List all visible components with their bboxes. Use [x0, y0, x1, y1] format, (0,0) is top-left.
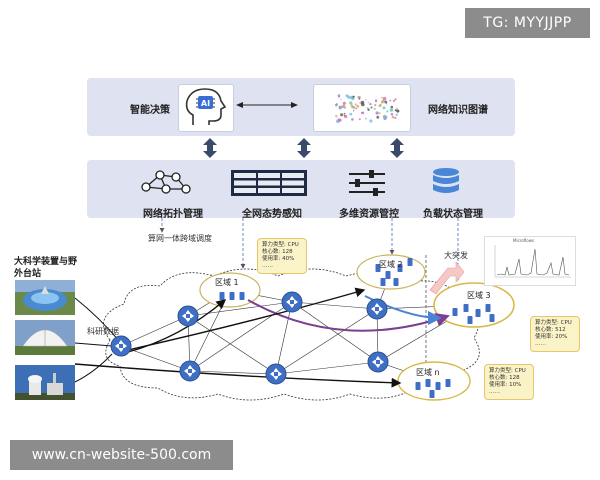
server-icon [397, 264, 403, 272]
topology-icon [141, 170, 191, 194]
server-icon [429, 390, 435, 398]
server-icon [445, 379, 451, 387]
decision-label: 智能决策 [130, 105, 170, 116]
server-icon [219, 292, 225, 300]
server-icon [229, 292, 235, 300]
burst-arrow [429, 261, 465, 295]
router-icon [367, 351, 389, 373]
server-icon [415, 382, 421, 390]
burst-label: 大突发 [444, 251, 468, 260]
router-icon [110, 335, 132, 357]
server-icon [393, 278, 399, 286]
decision-layer-panel [87, 78, 515, 136]
ai-chip-text: AI [201, 99, 210, 108]
server-icon [425, 379, 431, 387]
router-icon [177, 305, 199, 327]
server-icon [380, 278, 386, 286]
server-icon [485, 304, 491, 312]
telescope-facility-photo [15, 280, 75, 315]
server-icon [407, 258, 413, 266]
mid-item-label: 多维资源管控 [339, 209, 399, 220]
mid-item-label: 网络拓扑管理 [143, 209, 203, 220]
zone-1 [199, 272, 261, 308]
mid-item-label: 负载状态管理 [423, 209, 483, 220]
observatory-photo [15, 365, 75, 400]
server-icon [385, 271, 391, 279]
radio-dish-photo [15, 320, 75, 355]
server-icon [463, 304, 469, 312]
zone-n-label: 区域 n [416, 368, 440, 377]
zone-1-label: 区域 1 [215, 278, 239, 287]
updown-arrow [203, 138, 217, 158]
router-icon [366, 298, 388, 320]
migration-path-purple [247, 299, 450, 332]
zone-3-label: 区域 3 [467, 291, 491, 300]
research-data-label: 科研数据 [87, 327, 119, 336]
mini-chart-title: Microflows [513, 238, 535, 243]
zone-2-label: 区域 2 [379, 260, 403, 269]
schedule-label: 算网一体跨域调度 [148, 234, 212, 243]
server-icon [467, 316, 473, 324]
watermark-top: TG: MYYJJPP [465, 8, 590, 38]
mid-item-label: 全网态势感知 [242, 209, 302, 220]
sliders-icon [349, 170, 385, 196]
router-icon [281, 291, 303, 313]
bidirectional-arrow [236, 102, 298, 108]
watermark-bottom: www.cn-website-500.com [10, 440, 233, 470]
layer-connectors [203, 138, 404, 158]
router-icon [179, 360, 201, 382]
grid-table-icon [231, 170, 307, 196]
server-icon [435, 382, 441, 390]
traffic-mini-chart: Microflows [484, 236, 576, 286]
network-diagram [74, 218, 515, 401]
router-icon [265, 363, 287, 385]
database-icon [433, 168, 459, 193]
server-icon [452, 308, 458, 316]
updown-arrow [297, 138, 311, 158]
ai-head-icon: AI [178, 84, 234, 132]
updown-arrow [390, 138, 404, 158]
server-icon [475, 309, 481, 317]
server-icon [489, 314, 495, 322]
knowledge-graph-image [313, 84, 411, 132]
server-icon [375, 264, 381, 272]
server-icon [239, 292, 245, 300]
stations-label: 大科学装置与野外台站 [14, 257, 78, 279]
knowledge-graph-label: 网络知识图谱 [428, 105, 488, 116]
